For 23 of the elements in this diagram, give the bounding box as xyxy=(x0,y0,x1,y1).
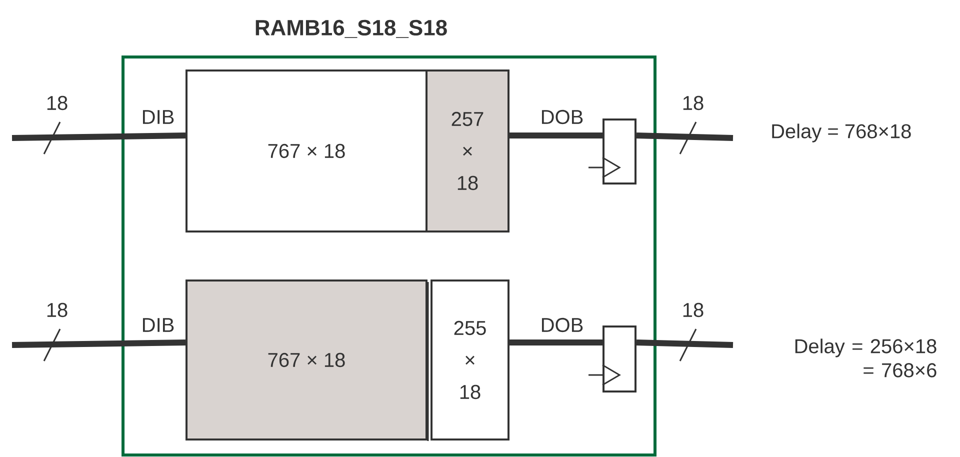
bus-width-label: 18 xyxy=(683,302,704,318)
bus-line xyxy=(12,340,186,348)
bus-width-label: 18 xyxy=(47,302,68,318)
bus-width-label: 18 xyxy=(683,96,704,110)
port-label: DOB xyxy=(542,318,583,332)
register-drawing xyxy=(588,326,636,392)
register-drawing xyxy=(588,118,636,184)
bus-line xyxy=(636,340,734,348)
memory-block: 767 × 18 xyxy=(186,280,428,440)
memory-block: 257 × 18 xyxy=(426,70,510,232)
bus-line xyxy=(636,132,734,141)
bus-line xyxy=(12,132,186,141)
port-label: DIB xyxy=(143,318,174,332)
delay-note: Delay = 768×18 xyxy=(772,124,911,142)
bus-width-label: 18 xyxy=(47,96,68,110)
memory-block: 767 × 18 xyxy=(186,70,428,232)
bus-line xyxy=(510,132,602,138)
memory-block: 255 × 18 xyxy=(430,280,510,440)
delay-note: Delay = 256×18 = 768×6 xyxy=(795,338,936,378)
port-label: DOB xyxy=(542,110,583,124)
node-label: RAMB16_S18_S18 xyxy=(256,20,447,38)
port-label: DIB xyxy=(143,110,174,124)
bus-line xyxy=(510,340,602,346)
